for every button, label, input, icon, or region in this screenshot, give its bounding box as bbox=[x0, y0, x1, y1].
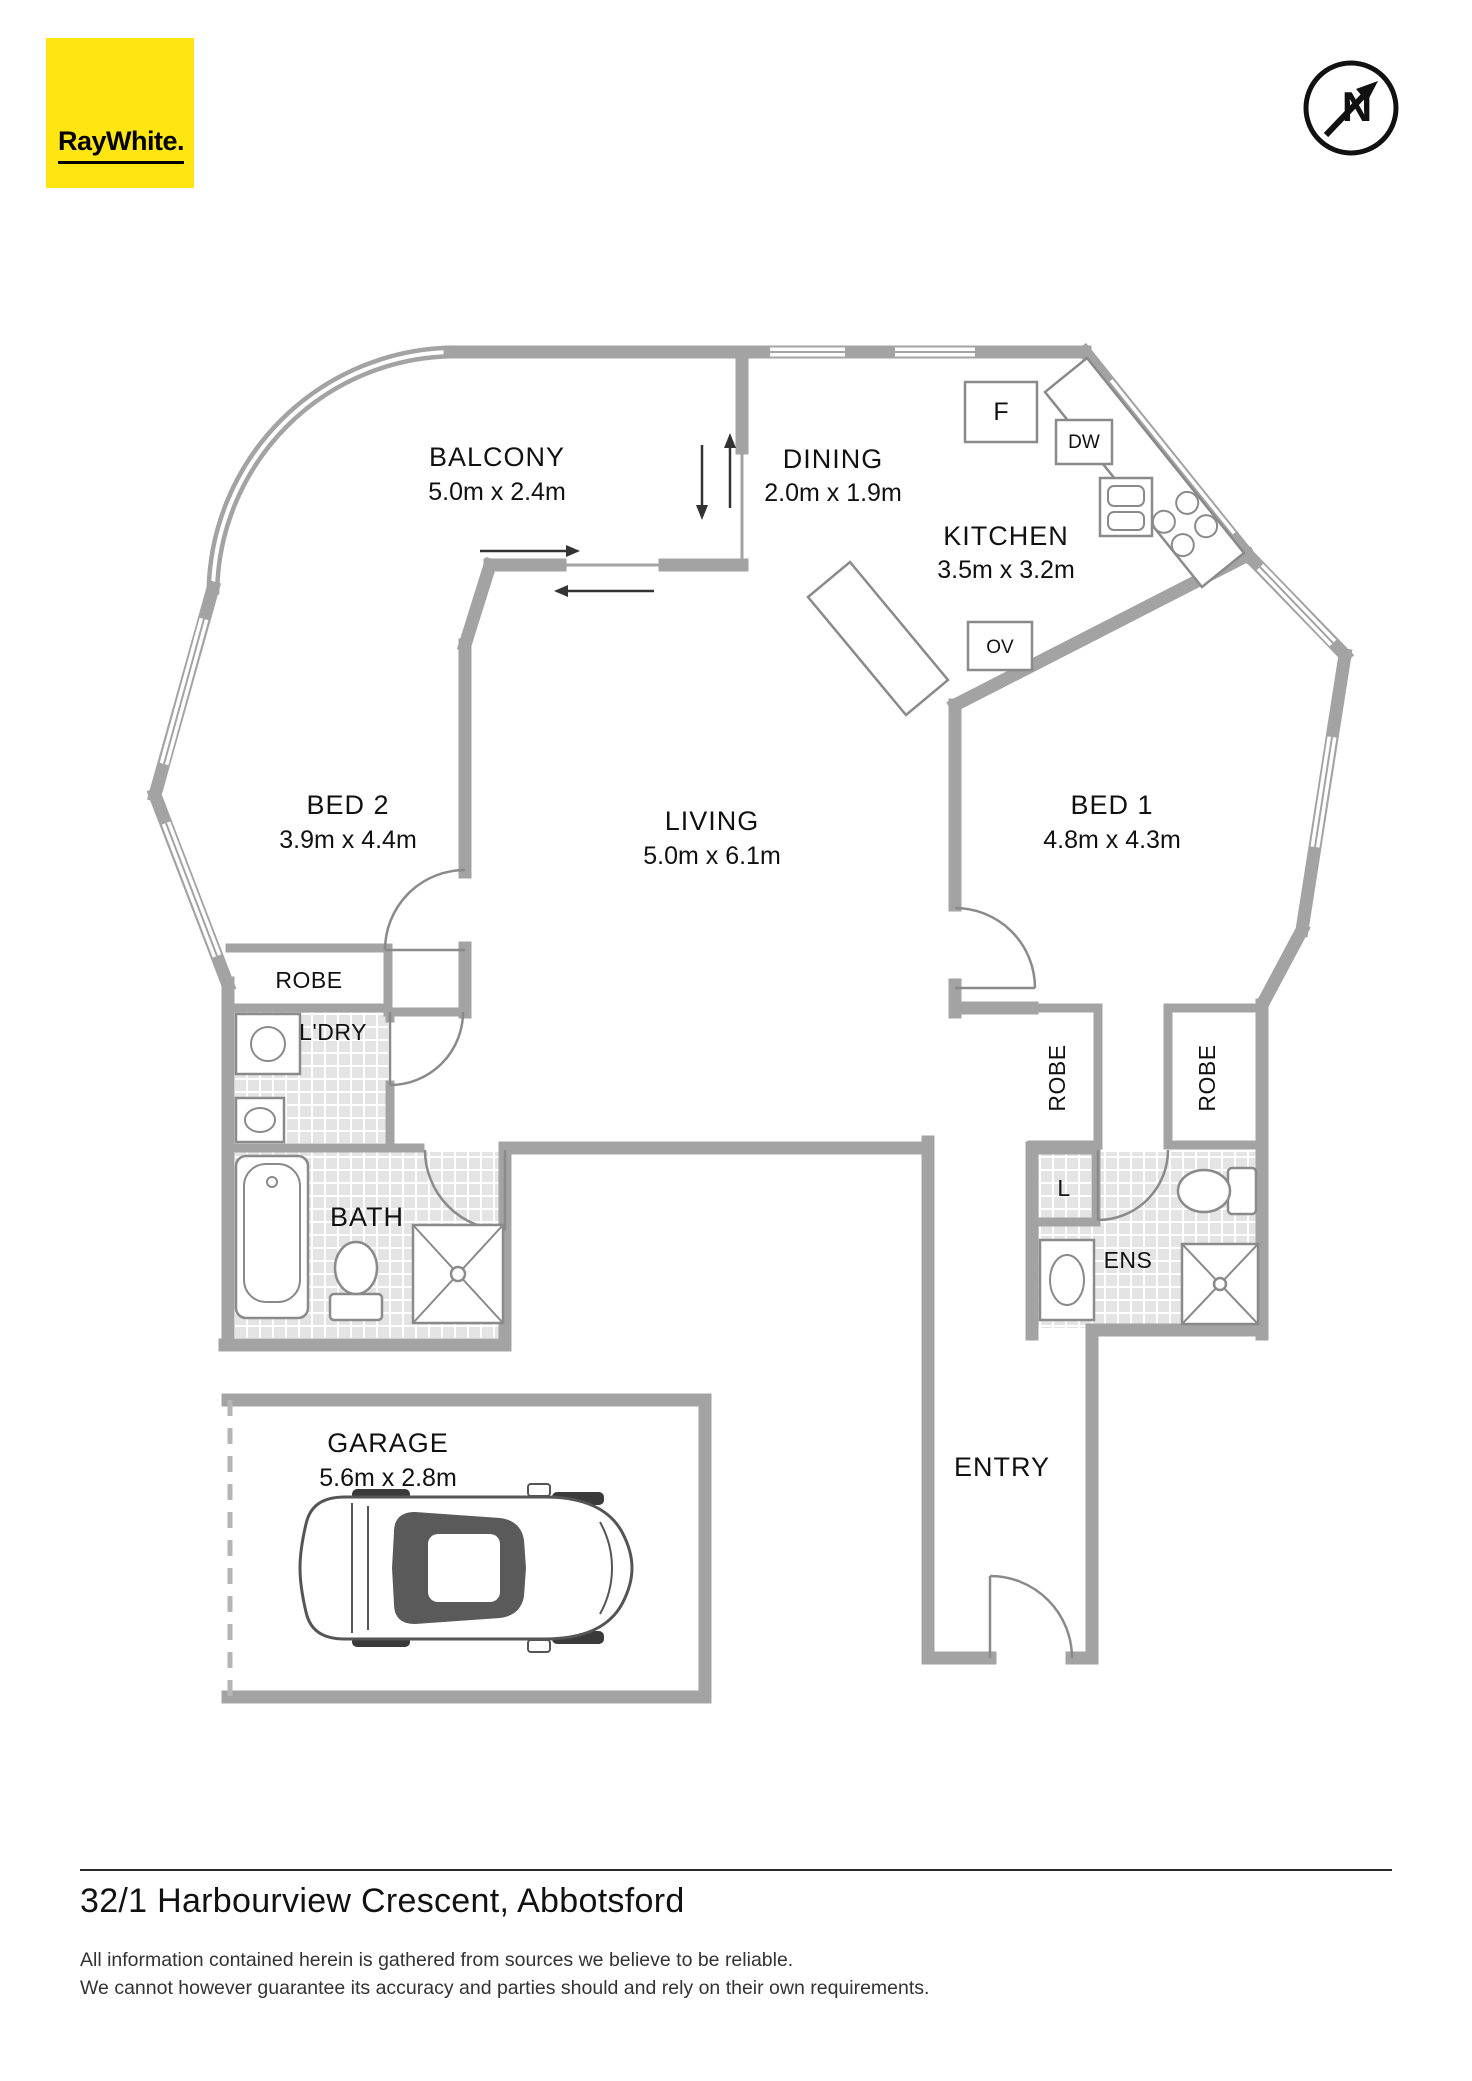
bath-label: BATH bbox=[330, 1202, 404, 1232]
oven-label: OV bbox=[986, 637, 1014, 658]
shower-icon bbox=[411, 1223, 505, 1325]
north-compass: N bbox=[1303, 60, 1399, 156]
interior-walls bbox=[456, 345, 1257, 1341]
garage: GARAGE 5.6m x 2.8m bbox=[221, 1393, 712, 1704]
stove-icon bbox=[1151, 490, 1219, 558]
disclaimer-line-1: All information contained herein is gath… bbox=[80, 1949, 794, 1971]
laundry-sink-icon bbox=[234, 1096, 286, 1144]
kitchen-sink-icon bbox=[1098, 476, 1154, 538]
balcony-arc-rail bbox=[211, 350, 451, 589]
kitchen-fittings: OV F DW bbox=[806, 356, 1246, 717]
entry-door-arc bbox=[988, 1574, 1074, 1659]
window bbox=[1256, 563, 1337, 647]
windows bbox=[159, 347, 1337, 958]
north-arrow-head-icon bbox=[1356, 81, 1378, 102]
footer-divider bbox=[80, 1869, 1392, 1871]
robe-bed1-b-label: ROBE bbox=[1194, 1044, 1220, 1111]
room-labels: BALCONY 5.0m x 2.4m DINING 2.0m x 1.9m K… bbox=[275, 442, 1220, 1482]
ensuite-label: ENS bbox=[1104, 1247, 1153, 1273]
bed2-label: BED 2 bbox=[306, 790, 389, 820]
kitchen-label: KITCHEN bbox=[943, 521, 1069, 551]
raywhite-logo-text: RayWhite. bbox=[58, 126, 185, 164]
living-dims: 5.0m x 6.1m bbox=[643, 842, 781, 870]
dishwasher-label: DW bbox=[1068, 432, 1100, 453]
laundry-fixtures bbox=[234, 1012, 302, 1144]
toilet-icon bbox=[328, 1240, 384, 1322]
car-icon bbox=[298, 1483, 634, 1653]
disclaimer-line-2: We cannot however guarantee its accuracy… bbox=[80, 1977, 930, 2000]
window bbox=[1310, 736, 1337, 848]
kitchen-counter bbox=[1043, 356, 1246, 589]
bed1-dims: 4.8m x 4.3m bbox=[1043, 826, 1181, 854]
living-label: LIVING bbox=[665, 806, 760, 836]
laundry-door-arc bbox=[388, 1011, 465, 1087]
garage-walls bbox=[221, 1393, 712, 1704]
ensuite-shower-icon bbox=[1180, 1242, 1260, 1326]
balcony-dims: 5.0m x 2.4m bbox=[428, 478, 566, 506]
balcony-label: BALCONY bbox=[429, 442, 565, 472]
address: 32/1 Harbourview Crescent, Abbotsford bbox=[80, 1882, 685, 1920]
disclaimer: All information contained herein is gath… bbox=[80, 1946, 929, 2003]
linen-label: L bbox=[1057, 1175, 1070, 1201]
sliding-door-arrows bbox=[480, 433, 736, 597]
ensuite-door-arc bbox=[1096, 1149, 1170, 1222]
window bbox=[161, 821, 222, 958]
bed2-door-arc bbox=[383, 868, 466, 952]
ensuite-fixtures bbox=[1038, 1166, 1260, 1326]
dishwasher-box bbox=[1054, 418, 1114, 466]
balcony-wall bbox=[206, 345, 457, 595]
bathtub-icon bbox=[234, 1154, 310, 1320]
washer-icon bbox=[234, 1012, 302, 1076]
bed1-label: BED 1 bbox=[1070, 790, 1153, 820]
fridge-box bbox=[963, 380, 1039, 444]
kitchen-dims: 3.5m x 3.2m bbox=[937, 556, 1075, 584]
bed1-door-arc bbox=[954, 906, 1037, 990]
tiled-floors bbox=[232, 1012, 1258, 1343]
vanity-icon bbox=[1038, 1238, 1096, 1322]
entry-label: ENTRY bbox=[954, 1452, 1050, 1482]
doors bbox=[383, 868, 1170, 1659]
laundry-label: L'DRY bbox=[299, 1019, 367, 1045]
garage-label: GARAGE bbox=[327, 1428, 449, 1458]
fridge-label: F bbox=[993, 398, 1008, 426]
sliding-glass-doors bbox=[560, 448, 744, 567]
north-label: N bbox=[1342, 83, 1372, 130]
robe-bed1-a-label: ROBE bbox=[1044, 1044, 1070, 1111]
dining-label: DINING bbox=[783, 444, 884, 474]
bathroom-fixtures bbox=[234, 1154, 505, 1325]
kitchen-peninsula bbox=[806, 560, 950, 717]
window bbox=[159, 617, 209, 766]
dining-dims: 2.0m x 1.9m bbox=[764, 479, 902, 507]
oven-box bbox=[966, 620, 1034, 672]
raywhite-logo: RayWhite. bbox=[46, 38, 194, 188]
robe-left-label: ROBE bbox=[275, 967, 342, 993]
bed2-dims: 3.9m x 4.4m bbox=[279, 826, 417, 854]
garage-dims: 5.6m x 2.8m bbox=[319, 1464, 457, 1492]
window bbox=[1105, 379, 1236, 538]
ensuite-toilet-icon bbox=[1176, 1166, 1258, 1216]
